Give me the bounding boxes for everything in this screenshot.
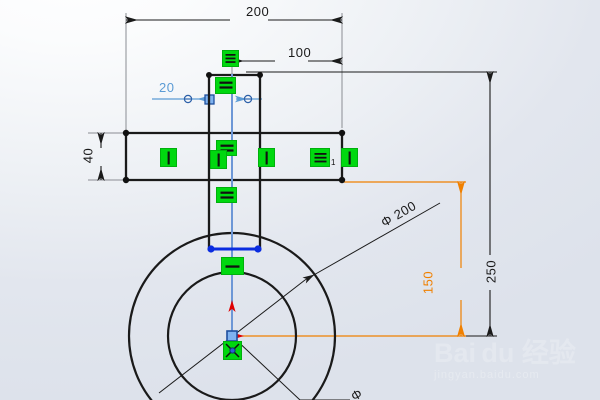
horizontal-bar-icon	[225, 264, 240, 268]
relation-horizontal-lower[interactable]	[216, 187, 237, 203]
relation-coincident-merge[interactable]	[222, 50, 239, 67]
relation-horizontal-upper[interactable]	[215, 77, 236, 94]
vertical-bar-icon	[265, 151, 268, 164]
vertical-bar-icon	[167, 151, 170, 164]
pierce-point-icon	[225, 343, 240, 358]
dimension-label-20[interactable]: 20	[159, 80, 175, 95]
relation-equal-indexed[interactable]	[310, 148, 330, 167]
coincident-3bar-icon	[225, 54, 236, 63]
relation-vertical-left[interactable]	[160, 148, 177, 167]
vertical-bar-icon	[348, 151, 351, 164]
selected-entities[interactable]	[207, 74, 262, 342]
relation-index-label: 1	[331, 158, 336, 167]
relation-origin-pierce[interactable]	[223, 341, 242, 360]
equal-2bar-icon	[219, 81, 232, 89]
equal-3bar-icon	[314, 152, 326, 162]
dimension-250[interactable]	[246, 70, 497, 338]
vertical-bar-icon	[217, 153, 220, 166]
dimension-label-40[interactable]: 40	[80, 147, 96, 164]
dimension-150[interactable]	[232, 180, 466, 340]
relation-horizontal-circle-top[interactable]	[221, 257, 244, 275]
sketch-vertices[interactable]	[122, 72, 346, 184]
dimension-label-100[interactable]: 100	[288, 45, 312, 60]
dimension-diameter-bottom[interactable]	[231, 335, 350, 400]
dimension-label-250[interactable]: 250	[483, 259, 499, 284]
relation-vertical-mid2[interactable]	[258, 148, 275, 167]
dimension-20[interactable]	[152, 94, 262, 105]
dimension-label-200[interactable]: 200	[246, 4, 270, 19]
extension-lines	[88, 13, 343, 181]
dimension-diameter-200[interactable]	[158, 202, 441, 394]
relation-vertical-mid[interactable]	[210, 150, 227, 169]
equal-2bar-icon	[220, 191, 233, 199]
relation-vertical-right[interactable]	[341, 148, 358, 167]
dimension-label-150[interactable]: 150	[420, 270, 436, 295]
